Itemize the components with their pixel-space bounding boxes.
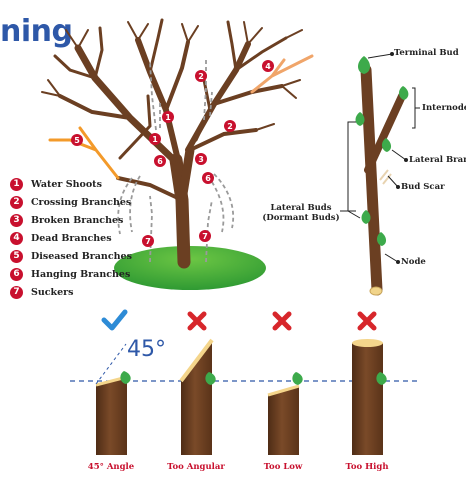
lateral-branch-label: Lateral Branch	[409, 155, 466, 165]
legend-number: 1	[10, 177, 23, 191]
legend-number: 2	[10, 195, 23, 209]
cut-too-high	[352, 339, 387, 455]
lateral-bud-icon	[361, 210, 371, 224]
marker-6b: 6	[202, 172, 214, 184]
marker-7b: 7	[199, 230, 211, 242]
dead-branch	[250, 54, 314, 94]
cut-caption: Too High	[345, 462, 389, 472]
angle-label: 45°	[127, 337, 166, 362]
svg-text:6: 6	[157, 157, 163, 166]
legend-label: Suckers	[31, 286, 74, 298]
legend-label: Dead Branches	[31, 232, 112, 244]
legend-number: 7	[10, 285, 23, 299]
legend-number: 5	[10, 249, 23, 263]
cross-icon	[187, 311, 207, 331]
legend-item: 4 Dead Branches	[10, 230, 112, 246]
lateral-buds-line1: Lateral Buds	[270, 203, 332, 213]
legend-item: 6 Hanging Branches	[10, 266, 130, 282]
tree-markers: 1 1 2 2 3 4 5 6 6 7 7	[71, 60, 274, 247]
cut-45-angle	[95, 343, 131, 455]
cut-too-low	[267, 372, 303, 455]
cross-icon	[272, 311, 292, 331]
cut-caption: Too Angular	[167, 462, 225, 472]
marker-7a: 7	[142, 235, 154, 247]
svg-text:6: 6	[205, 174, 211, 183]
cut-caption: Too Low	[263, 462, 303, 472]
svg-text:2: 2	[227, 122, 233, 131]
marker-3: 3	[195, 153, 207, 165]
marker-2a: 2	[195, 70, 207, 82]
diseased-branch	[48, 126, 120, 180]
svg-text:7: 7	[202, 232, 208, 241]
lateral-buds-label: Lateral Buds (Dormant Buds)	[262, 203, 340, 223]
legend-label: Water Shoots	[31, 178, 102, 190]
legend-number: 6	[10, 267, 23, 281]
legend-item: 1 Water Shoots	[10, 176, 102, 192]
lateral-bud-icon	[398, 86, 409, 100]
legend-label: Hanging Branches	[31, 268, 131, 280]
cut-examples	[70, 309, 418, 455]
bud-scar-label: Bud Scar	[401, 182, 445, 192]
svg-text:1: 1	[165, 113, 171, 122]
legend-label: Diseased Branches	[31, 250, 132, 262]
marker-1a: 1	[162, 111, 174, 123]
legend-label: Crossing Branches	[31, 196, 132, 208]
svg-text:1: 1	[152, 135, 158, 144]
ground-mound	[114, 246, 266, 290]
node-label: Node	[401, 257, 426, 267]
legend-item: 2 Crossing Branches	[10, 194, 131, 210]
legend-item: 3 Broken Branches	[10, 212, 123, 228]
terminal-bud-label: Terminal Bud	[394, 48, 459, 58]
internode-label: Internode	[422, 103, 466, 113]
legend-label: Broken Branches	[31, 214, 124, 226]
terminal-bud-icon	[358, 56, 370, 74]
legend-item: 7 Suckers	[10, 284, 74, 300]
cross-icon	[357, 311, 377, 331]
marker-6a: 6	[154, 155, 166, 167]
svg-text:7: 7	[145, 237, 151, 246]
svg-text:2: 2	[198, 72, 204, 81]
lateral-bud-icon	[355, 112, 365, 126]
svg-text:4: 4	[265, 62, 271, 71]
page-title: ning	[0, 14, 73, 49]
legend-number: 4	[10, 231, 23, 245]
lateral-buds-line2: (Dormant Buds)	[262, 213, 340, 223]
cut-too-angular	[179, 338, 216, 455]
check-icon	[101, 309, 128, 331]
branch-anatomy	[340, 52, 420, 296]
marker-5: 5	[71, 134, 83, 146]
lateral-bud-icon	[381, 138, 392, 152]
legend-item: 5 Diseased Branches	[10, 248, 132, 264]
svg-text:3: 3	[198, 155, 204, 164]
legend-number: 3	[10, 213, 23, 227]
lateral-bud-icon	[376, 232, 387, 246]
marker-4: 4	[262, 60, 274, 72]
cut-caption: 45° Angle	[87, 462, 135, 472]
svg-text:5: 5	[74, 136, 80, 145]
marker-2b: 2	[224, 120, 236, 132]
marker-1b: 1	[149, 133, 161, 145]
